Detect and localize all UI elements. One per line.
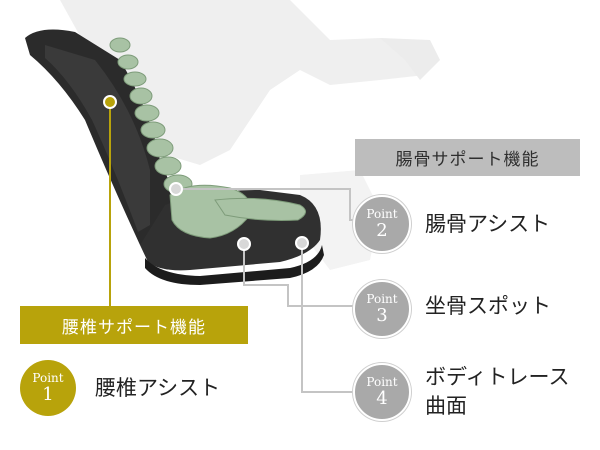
point-1-badge: Point 1 <box>20 360 76 416</box>
point-3-badge: Point 3 <box>353 280 411 338</box>
point-4-badge: Point 4 <box>353 363 411 421</box>
point-1-word: Point <box>32 371 64 385</box>
pelvis-support-label: 腸骨サポート機能 <box>355 139 580 176</box>
point-3-text: 坐骨スポット <box>425 294 551 318</box>
point-4-text-line2: 曲面 <box>425 394 467 418</box>
point-2-word: Point <box>366 207 398 221</box>
point-2-badge: Point 2 <box>353 195 411 253</box>
point-4-text-line1: ボディトレース <box>425 365 570 389</box>
point-1-text: 腰椎アシスト <box>95 376 221 400</box>
point-1-number: 1 <box>42 384 54 405</box>
point-4-number: 4 <box>376 388 388 409</box>
spine-bones <box>109 37 306 239</box>
point-3-number: 3 <box>376 305 388 326</box>
lumbar-support-label: 腰椎サポート機能 <box>20 306 248 344</box>
point-2-text: 腸骨アシスト <box>425 212 551 236</box>
markers <box>103 95 309 251</box>
point-3-word: Point <box>366 292 398 306</box>
point-4-word: Point <box>366 375 398 389</box>
point-2-number: 2 <box>376 220 388 241</box>
